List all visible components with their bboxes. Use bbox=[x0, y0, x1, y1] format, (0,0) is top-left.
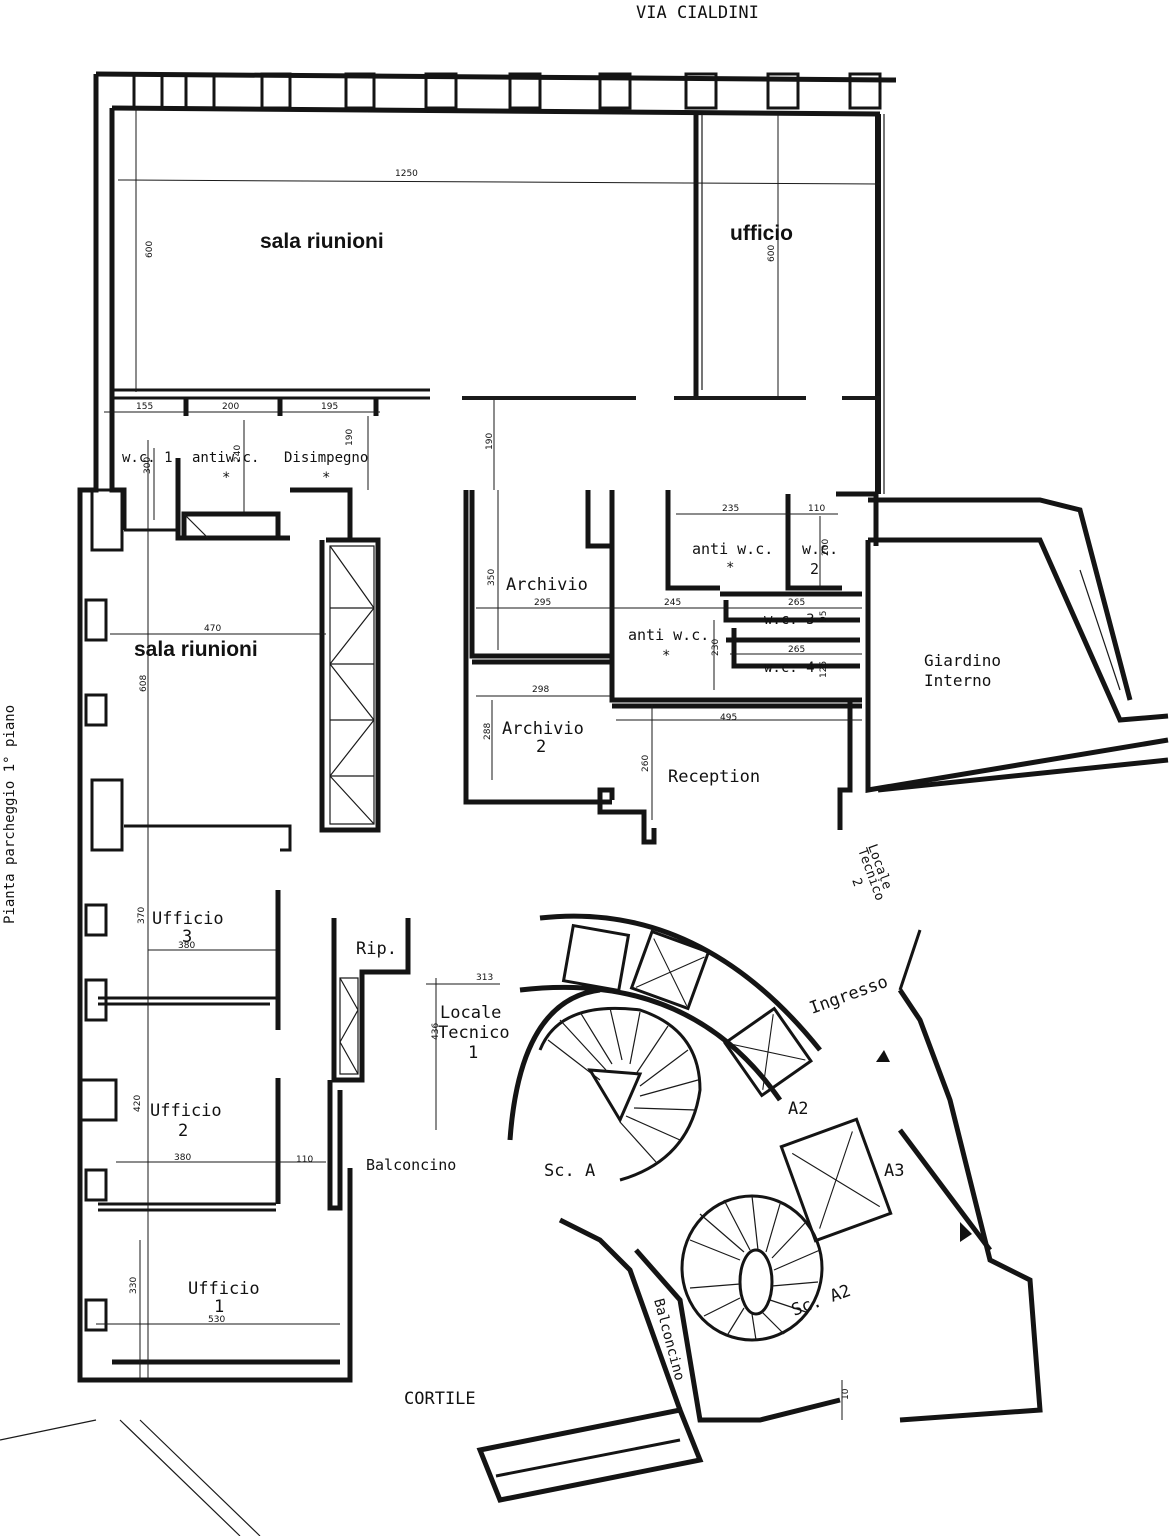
dim-608: 608 bbox=[139, 675, 149, 692]
dim-200: 200 bbox=[222, 402, 239, 412]
room-archivio: Archivio bbox=[506, 575, 588, 595]
room-locale-tecnico1-l1: Locale bbox=[440, 1003, 501, 1023]
dim-600-left: 600 bbox=[145, 241, 155, 258]
room-ufficio3-l2: 3 bbox=[182, 927, 192, 947]
room-giardino-l2: Interno bbox=[924, 671, 991, 690]
dim-195: 195 bbox=[321, 402, 338, 412]
dim-265-bottom: 265 bbox=[788, 645, 805, 655]
dimension-lines bbox=[96, 108, 881, 1420]
room-locale-tecnico1-l3: 1 bbox=[468, 1043, 478, 1063]
center-rooms-walls bbox=[463, 490, 879, 845]
room-wc1: w.c. 1 bbox=[122, 450, 173, 466]
side-label: Pianta parcheggio 1° piano bbox=[2, 705, 18, 924]
giardino-walls bbox=[865, 497, 1169, 793]
dim-470: 470 bbox=[204, 624, 221, 634]
room-archivio2-l2: 2 bbox=[536, 737, 546, 757]
dim-298: 298 bbox=[532, 685, 549, 695]
ceiling-mark: * bbox=[222, 470, 230, 486]
room-antiwc-top: antiw.c. bbox=[192, 450, 259, 466]
dim-600-right: 600 bbox=[767, 245, 777, 262]
room-anti-wc-right: anti w.c. bbox=[692, 540, 773, 558]
room-giardino-l1: Giardino bbox=[924, 651, 1001, 670]
dim-370: 370 bbox=[137, 907, 147, 924]
stair-core-walls bbox=[507, 913, 1043, 1423]
dim-300: 300 bbox=[143, 457, 153, 474]
room-locale-tecnico1-l2: Tecnico bbox=[438, 1023, 510, 1043]
dim-350: 350 bbox=[487, 569, 497, 586]
label-a2: A2 bbox=[788, 1099, 808, 1119]
room-ufficio2-l2: 2 bbox=[178, 1121, 188, 1141]
room-wc3: w.c. 3 bbox=[764, 612, 815, 628]
lower-right-walls bbox=[0, 1407, 704, 1536]
room-balconcino-left: Balconcino bbox=[366, 1156, 456, 1174]
dim-190-mid: 190 bbox=[485, 433, 495, 450]
ceiling-mark: * bbox=[322, 470, 330, 486]
street-label: VIA CIALDINI bbox=[636, 3, 759, 23]
dim-230: 230 bbox=[711, 639, 721, 656]
dim-380-bottom: 380 bbox=[174, 1153, 191, 1163]
label-a3: A3 bbox=[884, 1161, 904, 1181]
ceiling-mark: * bbox=[726, 560, 734, 576]
room-sala-riunioni-left: sala riunioni bbox=[134, 638, 258, 661]
room-reception: Reception bbox=[668, 767, 760, 787]
dim-295: 295 bbox=[534, 598, 551, 608]
room-ingresso: Ingresso bbox=[807, 972, 891, 1019]
room-sc-a: Sc. A bbox=[544, 1161, 595, 1181]
room-wc2-l1: w.c. bbox=[802, 540, 838, 558]
dim-95: 95 bbox=[819, 611, 829, 622]
dim-125: 125 bbox=[819, 661, 829, 678]
dim-155: 155 bbox=[136, 402, 153, 412]
dim-190-left: 190 bbox=[345, 429, 355, 446]
room-ufficio1-l2: 1 bbox=[214, 1297, 224, 1317]
dim-110-top: 110 bbox=[808, 504, 825, 514]
dim-330: 330 bbox=[129, 1277, 139, 1294]
room-archivio2-l1: Archivio bbox=[502, 719, 584, 739]
room-ufficio1-l1: Ufficio bbox=[188, 1279, 260, 1299]
dim-530: 530 bbox=[208, 1315, 225, 1325]
left-rooms-walls bbox=[98, 537, 411, 1212]
arrow-icon bbox=[960, 1222, 972, 1242]
dim-260: 260 bbox=[641, 755, 651, 772]
room-anti-wc-mid: anti w.c. bbox=[628, 626, 709, 644]
dim-420: 420 bbox=[133, 1095, 143, 1112]
dim-313: 313 bbox=[476, 973, 493, 983]
dimension-labels: 1250 600 600 155 200 195 190 300 240 470… bbox=[129, 169, 851, 1400]
courtyard-label: CORTILE bbox=[404, 1389, 476, 1409]
dim-495: 495 bbox=[720, 713, 737, 723]
room-disimpegno: Disimpegno bbox=[284, 450, 368, 466]
dim-288: 288 bbox=[483, 723, 493, 740]
room-wc4: w.c. 4 bbox=[764, 660, 815, 676]
entrance-arrows bbox=[876, 1050, 972, 1242]
dim-110-bottom: 110 bbox=[296, 1155, 313, 1165]
dim-1250: 1250 bbox=[395, 169, 418, 179]
room-ufficio3-l1: Ufficio bbox=[152, 909, 224, 929]
room-wc2-l2: 2 bbox=[810, 560, 819, 578]
dim-265-top: 265 bbox=[788, 598, 805, 608]
room-sala-riunioni-top: sala riunioni bbox=[260, 230, 384, 253]
room-ufficio2-l1: Ufficio bbox=[150, 1101, 222, 1121]
dim-245: 245 bbox=[664, 598, 681, 608]
dim-235: 235 bbox=[722, 504, 739, 514]
top-rooms-walls bbox=[109, 114, 880, 541]
dim-436: 436 bbox=[431, 1023, 441, 1040]
outer-walls bbox=[77, 71, 897, 1383]
room-locale-tecnico2-l3: 2 bbox=[848, 876, 865, 888]
room-ufficio-top: ufficio bbox=[730, 222, 793, 245]
dim-380-top: 380 bbox=[178, 941, 195, 951]
arrow-icon bbox=[876, 1050, 890, 1062]
room-rip: Rip. bbox=[356, 939, 397, 959]
dim-200-wc: 200 bbox=[821, 539, 831, 556]
ceiling-mark: * bbox=[662, 648, 670, 664]
dim-240: 240 bbox=[233, 445, 243, 462]
dim-10: 10 bbox=[841, 1388, 851, 1400]
